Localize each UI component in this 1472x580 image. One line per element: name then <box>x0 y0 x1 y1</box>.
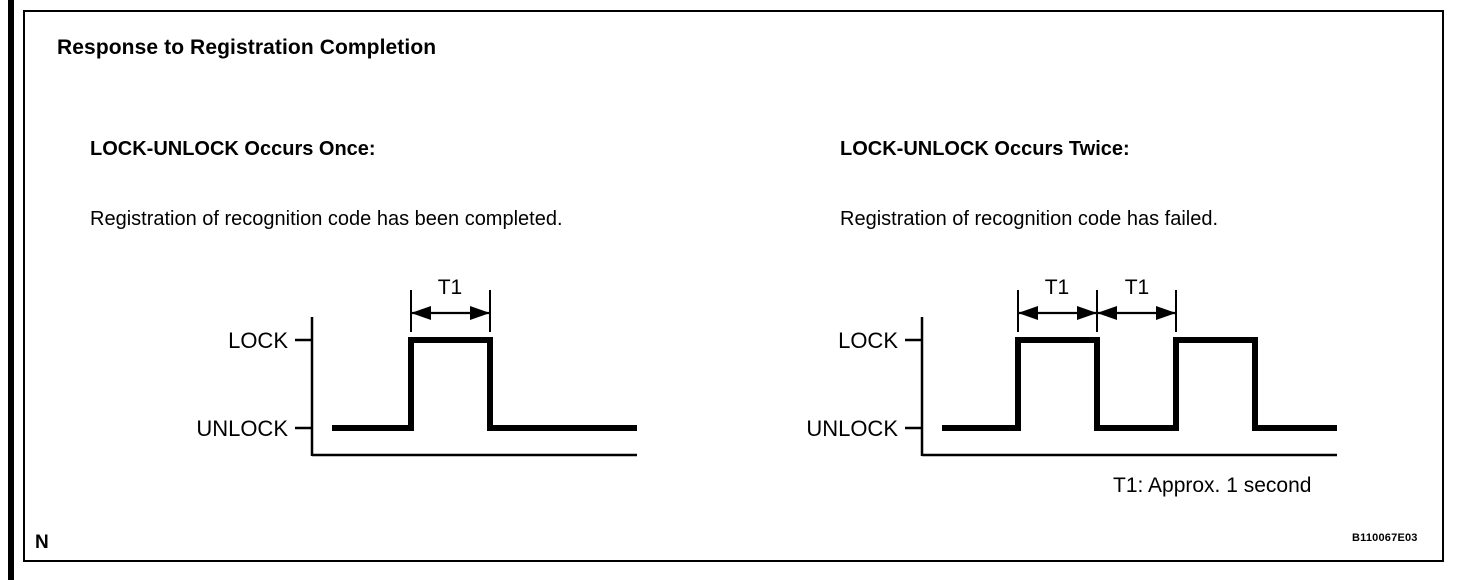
column-heading-once: LOCK-UNLOCK Occurs Once: <box>90 138 376 160</box>
column-description-once: Registration of recognition code has bee… <box>90 208 563 230</box>
axis-label-unlock-once: UNLOCK <box>196 416 288 441</box>
figure-code: B110067E03 <box>1352 532 1418 544</box>
t1-note: T1: Approx. 1 second <box>1113 474 1312 497</box>
signal-trace-twice <box>942 337 1337 431</box>
page-edge-bar <box>8 0 14 580</box>
figure-title: Response to Registration Completion <box>57 36 437 59</box>
arrowhead-second-left-twice <box>1097 306 1117 320</box>
dimension-label-t1-once: T1 <box>438 276 463 299</box>
dimension-label-t1-first-twice: T1 <box>1045 276 1070 299</box>
axis-label-lock-once: LOCK <box>228 328 288 353</box>
arrowhead-first-right-twice <box>1077 306 1097 320</box>
arrowhead-second-right-twice <box>1156 306 1176 320</box>
dimension-label-t1-second-twice: T1 <box>1125 276 1150 299</box>
signal-trace-once <box>332 337 637 431</box>
axis-label-lock-twice: LOCK <box>838 328 898 353</box>
axis-label-unlock-twice: UNLOCK <box>806 416 898 441</box>
corner-mark: N <box>35 532 49 553</box>
arrowhead-first-left-twice <box>1018 306 1038 320</box>
column-description-twice: Registration of recognition code has fai… <box>840 208 1219 230</box>
arrowhead-left-once <box>411 306 431 320</box>
figure-frame <box>23 10 1444 562</box>
arrowhead-right-once <box>470 306 490 320</box>
column-heading-twice: LOCK-UNLOCK Occurs Twice: <box>840 138 1130 160</box>
